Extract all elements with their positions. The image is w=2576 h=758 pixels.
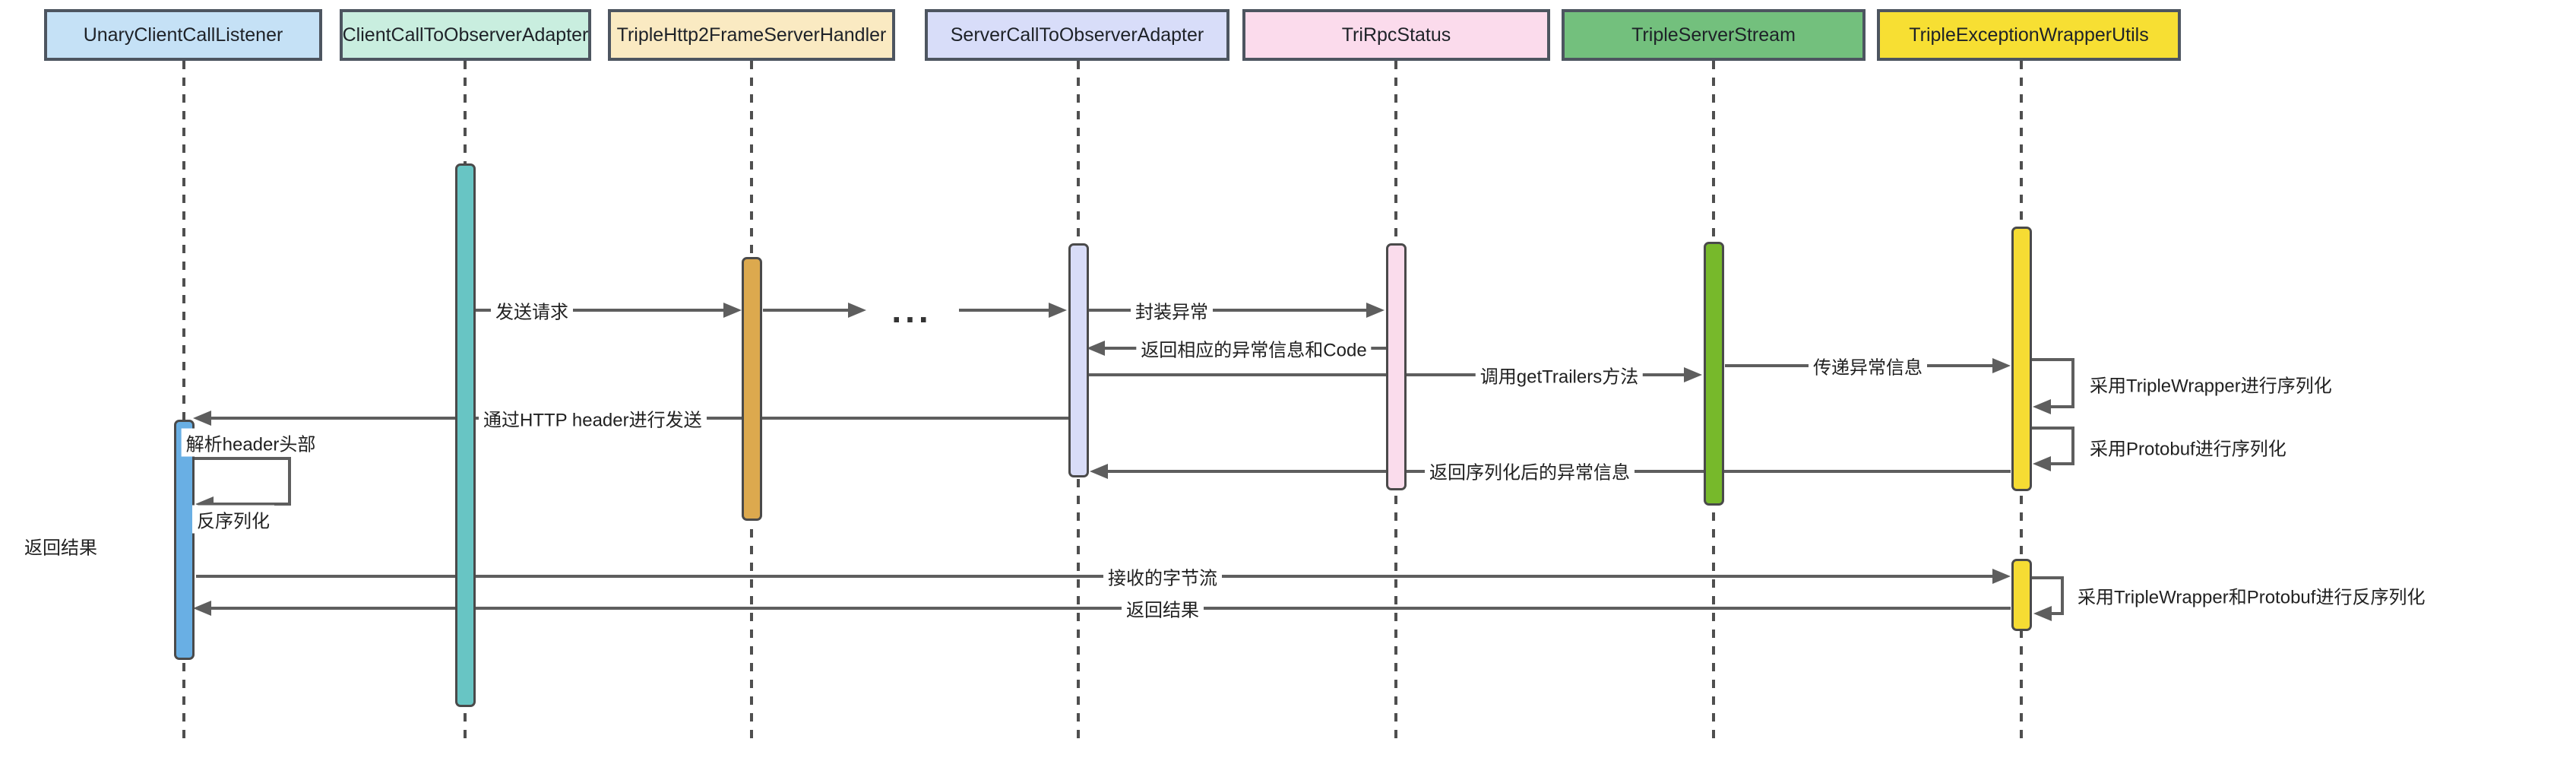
triple-wrapper-serialize-arrowhead bbox=[2033, 399, 2051, 414]
participant-unary-client-call-listener: UnaryClientCallListener bbox=[44, 9, 322, 61]
relay-arrowhead-1 bbox=[848, 303, 866, 318]
relay-line-2 bbox=[959, 309, 1052, 312]
triple-wrapper-serialize-label: 采用TripleWrapper进行序列化 bbox=[2085, 369, 2337, 398]
participant-server-call-to-observer-adapter: ServerCallToObserverAdapter bbox=[925, 9, 1229, 61]
final-deserialize-loop-side bbox=[2061, 576, 2064, 615]
participant-client-call-to-observer-adapter: ClientCallToObserverAdapter bbox=[340, 9, 591, 61]
triple-wrapper-serialize-loop-side bbox=[2071, 358, 2074, 408]
return-result-line bbox=[210, 607, 2011, 610]
wrap-exception-arrowhead bbox=[1366, 303, 1385, 318]
activation-client-call-to-observer-adapter bbox=[455, 163, 476, 707]
triple-wrapper-serialize-loop-bottom bbox=[2049, 405, 2074, 408]
send-request-arrowhead bbox=[723, 303, 742, 318]
final-deserialize-arrowhead bbox=[2033, 606, 2052, 621]
return-result-label: 返回结果 bbox=[1122, 594, 1204, 623]
protobuf-serialize-loop-top bbox=[2031, 427, 2074, 430]
received-byte-stream-line bbox=[196, 575, 1997, 578]
parse-header-loop-bottom bbox=[212, 503, 291, 506]
return-result-arrowhead bbox=[193, 601, 211, 616]
relay-arrowhead-2 bbox=[1049, 303, 1067, 318]
return-exception-info-arrowhead bbox=[1087, 341, 1105, 356]
activation-server-call-to-observer-adapter bbox=[1068, 243, 1089, 477]
parse-header-loop-top bbox=[194, 457, 291, 460]
send-request-line bbox=[475, 309, 729, 312]
received-byte-stream-label: 接收的字节流 bbox=[1103, 562, 1222, 591]
return-serialized-exception-label: 返回序列化后的异常信息 bbox=[1425, 456, 1635, 485]
activation-triple-server-stream bbox=[1704, 242, 1724, 506]
return-serialized-exception-arrowhead bbox=[1090, 464, 1108, 479]
protobuf-serialize-loop-bottom bbox=[2049, 462, 2074, 465]
send-via-http-header-arrowhead bbox=[193, 411, 211, 426]
return-exception-info-label: 返回相应的异常信息和Code bbox=[1136, 334, 1372, 363]
activation-triple-http2-frame-server-handler bbox=[742, 257, 762, 521]
deserialize-label: 反序列化 bbox=[192, 505, 274, 534]
pass-exception-info-arrowhead bbox=[1992, 358, 2011, 373]
activation-tri-rpc-status bbox=[1386, 243, 1407, 490]
relay-line-1 bbox=[763, 309, 851, 312]
triple-wrapper-serialize-loop-top bbox=[2031, 358, 2074, 361]
pass-exception-info-label: 传递异常信息 bbox=[1809, 351, 1927, 380]
ellipsis-dots: ... bbox=[885, 293, 938, 328]
participant-triple-exception-wrapper-utils: TripleExceptionWrapperUtils bbox=[1877, 9, 2181, 61]
activation-triple-exception-wrapper-utils-2 bbox=[2011, 559, 2032, 631]
call-get-trailers-arrowhead bbox=[1684, 367, 1702, 382]
parse-header-label: 解析header头部 bbox=[181, 428, 321, 457]
participant-triple-server-stream: TripleServerStream bbox=[1562, 9, 1866, 61]
protobuf-serialize-arrowhead bbox=[2033, 456, 2051, 471]
participant-triple-http2-frame-server-handler: TripleHttp2FrameServerHandler bbox=[608, 9, 895, 61]
final-deserialize-loop-top bbox=[2032, 576, 2064, 579]
call-get-trailers-label: 调用getTrailers方法 bbox=[1475, 360, 1644, 389]
lifeline-unary-client-call-listener bbox=[182, 61, 185, 744]
activation-unary-client-call-listener bbox=[174, 420, 195, 660]
protobuf-serialize-label: 采用Protobuf进行序列化 bbox=[2085, 433, 2291, 461]
wrap-exception-label: 封装异常 bbox=[1131, 296, 1213, 325]
send-via-http-header-label: 通过HTTP header进行发送 bbox=[479, 404, 707, 433]
parse-header-loop-side bbox=[288, 457, 291, 506]
wrap-exception-line bbox=[1088, 309, 1369, 312]
participant-tri-rpc-status: TriRpcStatus bbox=[1242, 9, 1550, 61]
return-result-left-label: 返回结果 bbox=[20, 531, 102, 560]
send-request-label: 发送请求 bbox=[491, 296, 573, 325]
protobuf-serialize-loop-side bbox=[2071, 427, 2074, 465]
activation-triple-exception-wrapper-utils bbox=[2011, 227, 2032, 491]
final-deserialize-label: 采用TripleWrapper和Protobuf进行反序列化 bbox=[2073, 581, 2430, 610]
received-byte-stream-arrowhead bbox=[1992, 569, 2011, 584]
final-deserialize-loop-bottom bbox=[2050, 612, 2064, 615]
